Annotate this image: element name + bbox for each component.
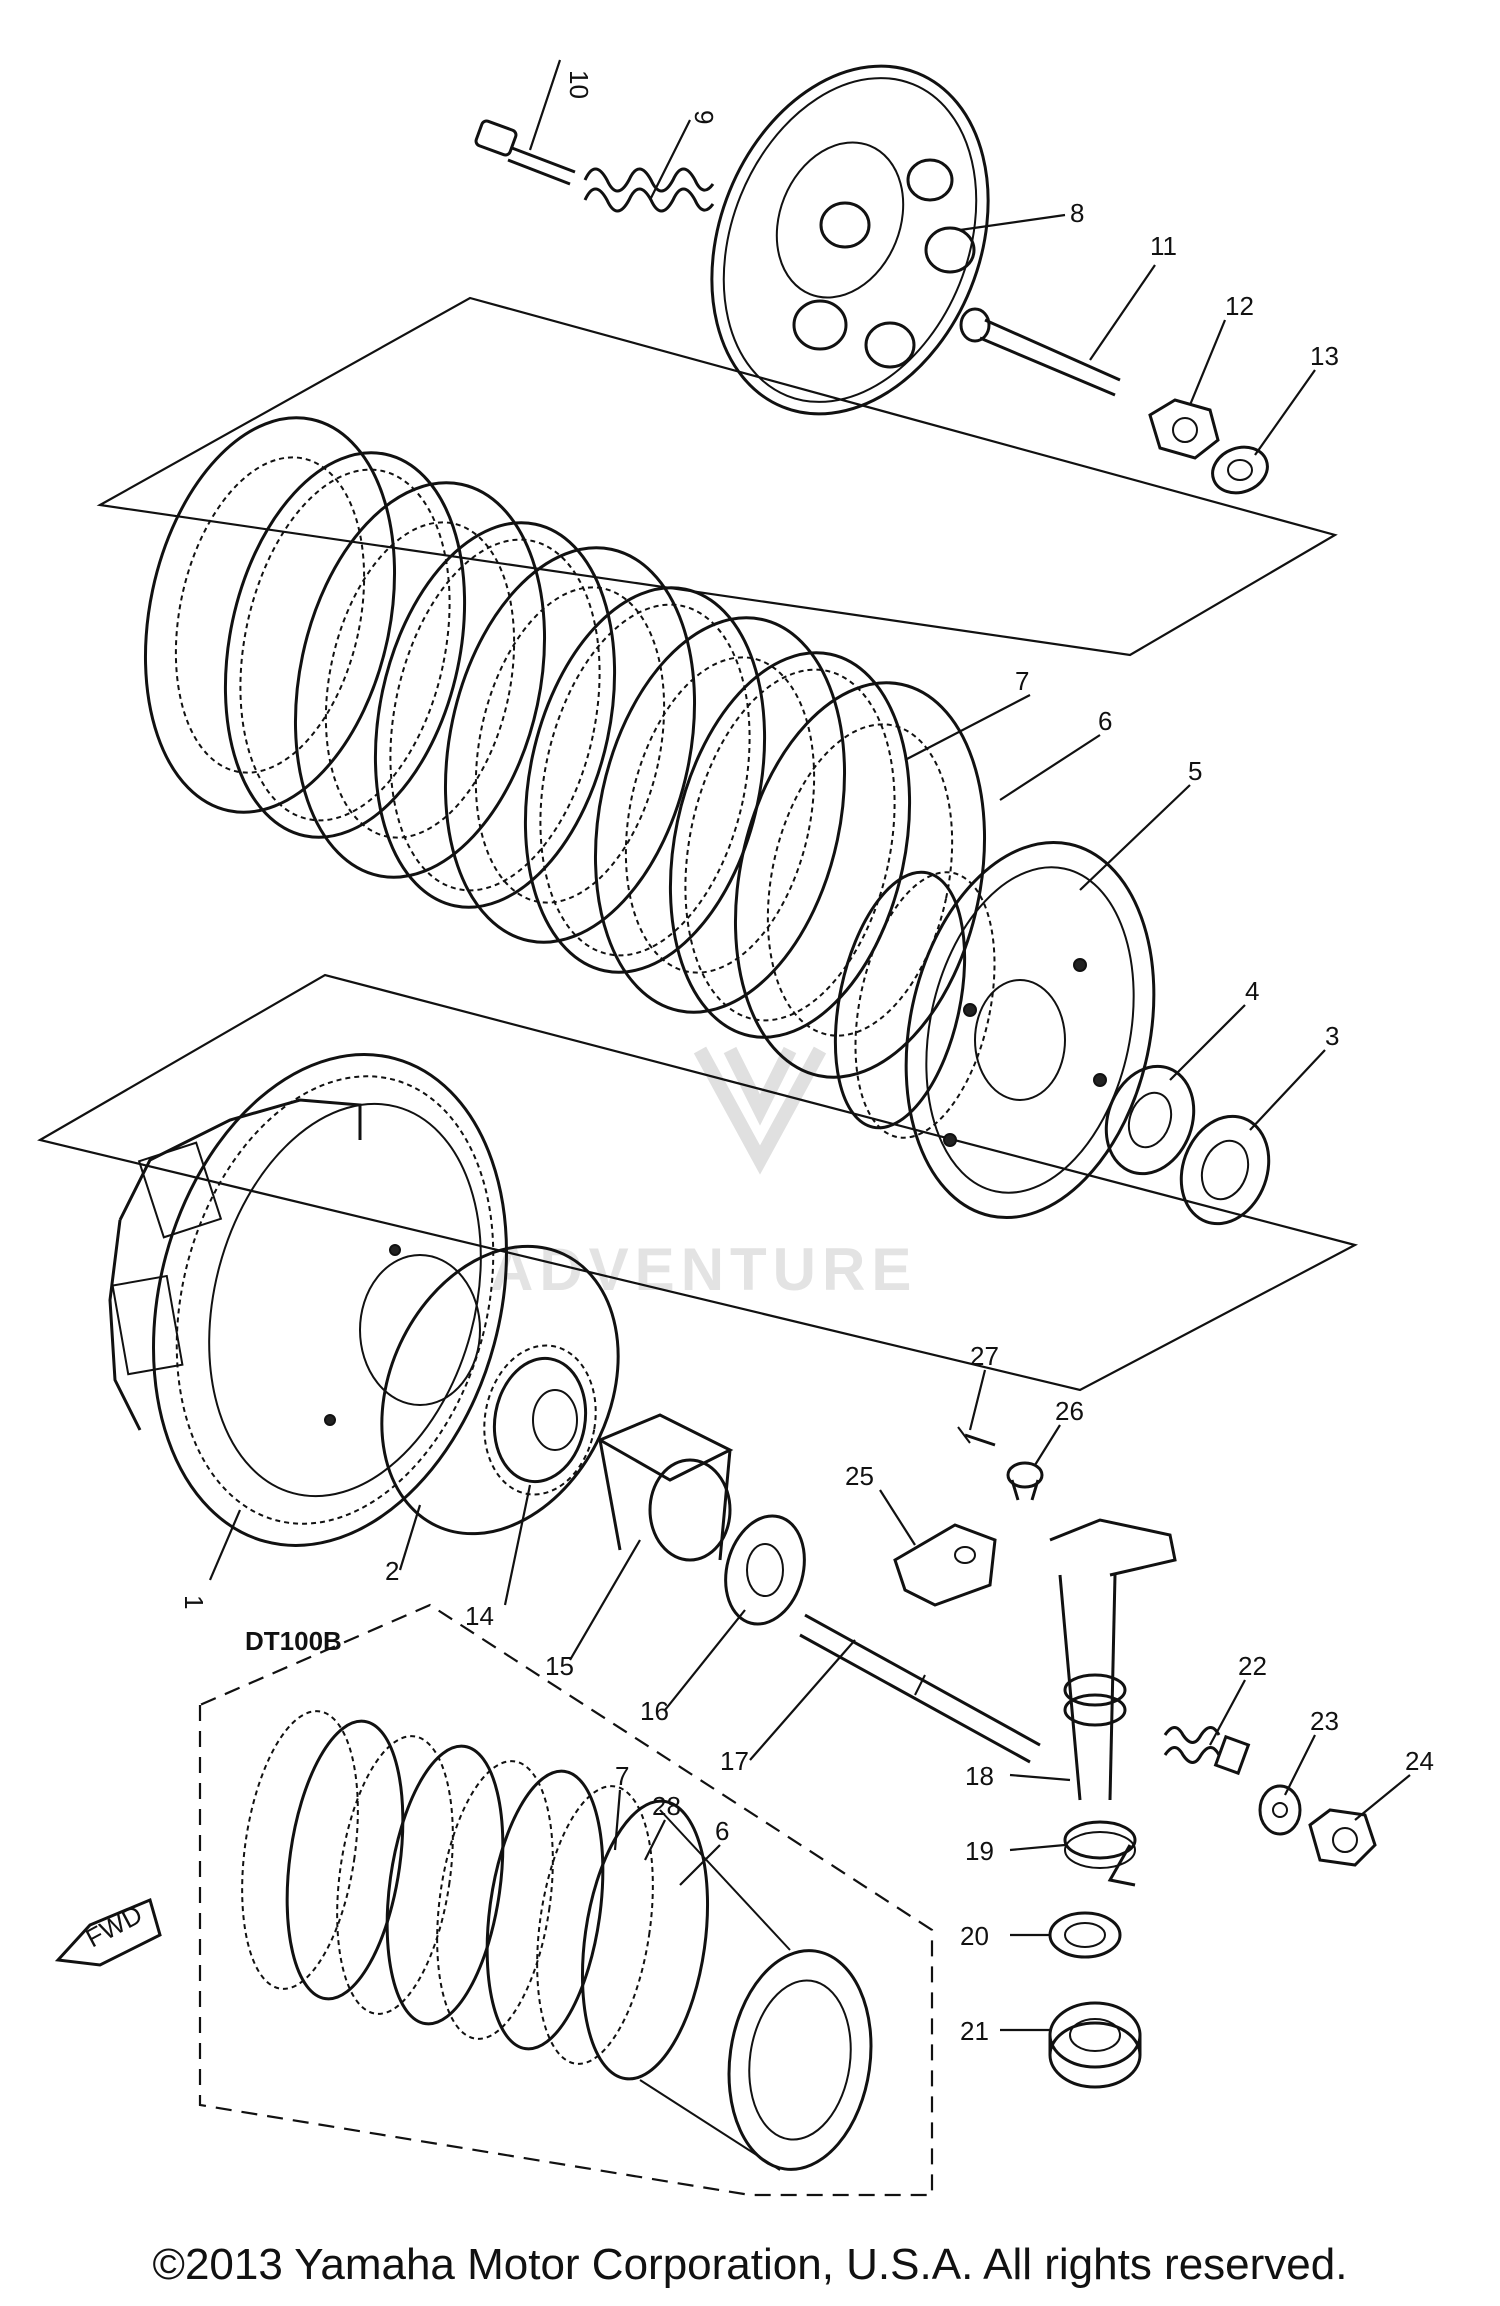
watermark-text: ADVENTURE [490,1236,917,1303]
lock-washer [1211,445,1269,495]
clutch-plate-stack [143,416,987,1079]
callout-7: 7 [1015,666,1029,696]
callout-13: 13 [1310,341,1339,371]
adjuster-washer [1258,1784,1302,1836]
callout-28: 28 [652,1791,681,1821]
washer [724,1514,806,1626]
clutch-spring-bolt [474,119,576,186]
push-rod [959,307,1121,397]
callout-4: 4 [1245,976,1259,1006]
clutch-housing [108,1053,508,1547]
bearing [1048,2001,1142,2089]
callout-18: 18 [965,1761,994,1791]
callout-17: 17 [720,1746,749,1776]
plate-stack-frame [96,296,1338,657]
leader-lines [208,59,1411,2032]
callout-22: 22 [1238,1651,1267,1681]
callout-26: 26 [1055,1396,1084,1426]
spacer [596,1413,734,1562]
callout-16: 16 [640,1696,669,1726]
push-lever-shaft [1049,1518,1177,1801]
callout-21: 21 [960,2016,989,2046]
copyright-notice: ©2013 Yamaha Motor Corporation, U.S.A. A… [152,2240,1348,2289]
callout-24: 24 [1405,1746,1434,1776]
callout-labels: 10 9 8 11 12 13 7 6 5 4 3 27 26 25 1 2 1… [179,70,1434,2046]
lever-link [893,1523,997,1607]
adjusting-screw [1163,1726,1251,1776]
callout-20: 20 [960,1921,989,1951]
callout-25: 25 [845,1461,874,1491]
callout-7-variant: 7 [615,1761,629,1791]
plug [1006,1461,1044,1501]
callout-10: 10 [564,70,594,99]
callout-3: 3 [1325,1021,1339,1051]
primary-drive-gear [483,1344,597,1496]
lock-nut [1148,398,1220,460]
o-ring [380,1244,620,1536]
callout-27: 27 [970,1341,999,1371]
callout-1: 1 [179,1595,209,1609]
adjuster-nut [1308,1808,1377,1867]
callout-14: 14 [465,1601,494,1631]
clutch-spring [583,167,715,213]
hub-assembly-frame [37,973,1359,1392]
pressure-plate [710,64,990,416]
callout-5: 5 [1188,756,1202,786]
oil-seal [1048,1911,1122,1959]
pin [957,1426,996,1447]
callout-9: 9 [689,110,719,124]
dt100b-plate-set [241,1710,873,2171]
callout-6-variant: 6 [715,1816,729,1846]
watermark: ADVENTURE [490,1046,917,1303]
thrust-washer [1104,1064,1196,1176]
dt100b-variant-frame [198,1603,934,2197]
callout-2: 2 [385,1556,399,1586]
return-spring [1063,1820,1137,1887]
callout-12: 12 [1225,291,1254,321]
callout-15: 15 [545,1651,574,1681]
clutch-boss [833,840,1156,1220]
callout-8: 8 [1070,198,1084,228]
callout-23: 23 [1310,1706,1339,1736]
callout-11: 11 [1150,231,1177,261]
lock-washer-boss [1179,1114,1271,1226]
callout-6: 6 [1098,706,1112,736]
push-rod-long [799,1613,1041,1764]
callout-19: 19 [965,1836,994,1866]
forward-arrow: FWD [54,1897,162,1967]
variant-label: DT100B [245,1626,342,1656]
